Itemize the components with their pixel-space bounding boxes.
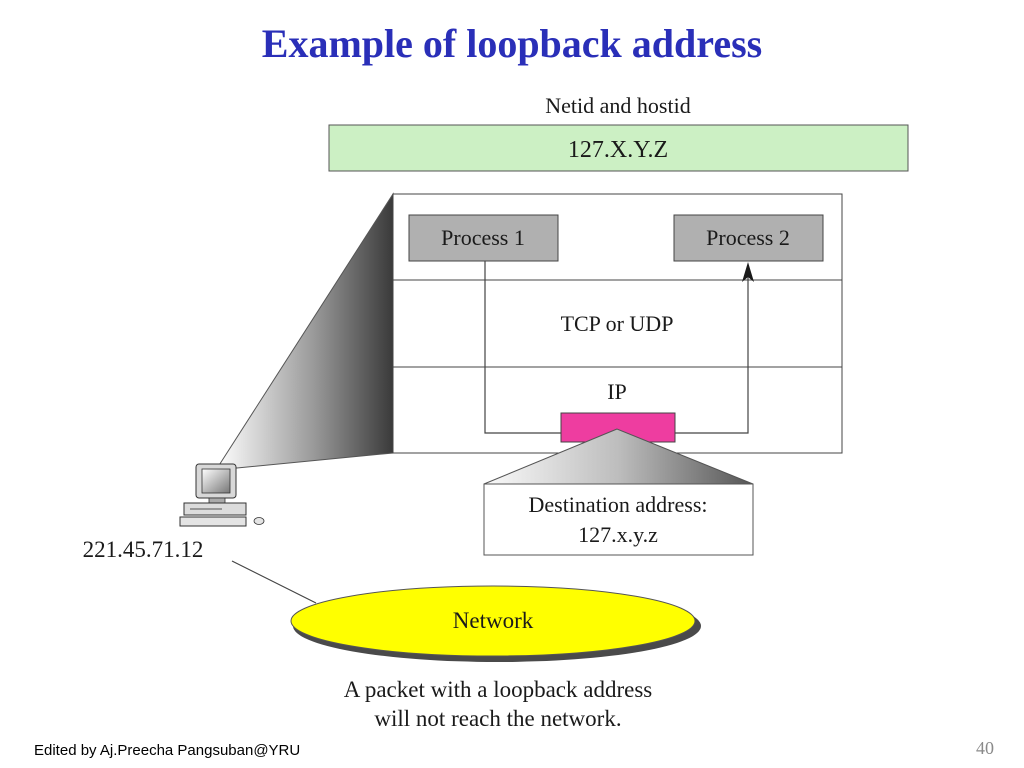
- note-line-1: A packet with a loopback address: [344, 677, 653, 702]
- address-value: 127.X.Y.Z: [568, 137, 668, 163]
- destination-line-2: 127.x.y.z: [578, 522, 658, 547]
- process-1-box: [408, 214, 559, 262]
- network-label: Network: [453, 608, 534, 633]
- computer-icon: [179, 463, 265, 527]
- slide-title: Example of loopback address: [261, 21, 763, 66]
- host-address: 221.45.71.12: [83, 537, 204, 562]
- arrow-head-icon: [742, 262, 754, 282]
- process-2-label: Process 2: [706, 225, 790, 250]
- process-2-box: [673, 214, 824, 262]
- network-ellipse: [290, 585, 696, 657]
- zoom-beam: [215, 192, 394, 471]
- destination-line-1: Destination address:: [528, 492, 707, 517]
- address-caption: Netid and hostid: [545, 93, 690, 118]
- note-line-2: will not reach the network.: [374, 706, 621, 731]
- address-box: [328, 124, 909, 172]
- network-link: [231, 560, 317, 604]
- tcp-udp-label: TCP or UDP: [561, 311, 674, 336]
- ip-label: IP: [607, 379, 627, 404]
- destination-box: [483, 483, 754, 556]
- slide-footer: Edited by Aj.Preecha Pangsuban@YRU: [34, 742, 301, 759]
- loopback-path: [484, 261, 561, 434]
- loopback-return-path: [675, 276, 749, 434]
- process-1-label: Process 1: [441, 225, 525, 250]
- page-number: 40: [976, 738, 994, 758]
